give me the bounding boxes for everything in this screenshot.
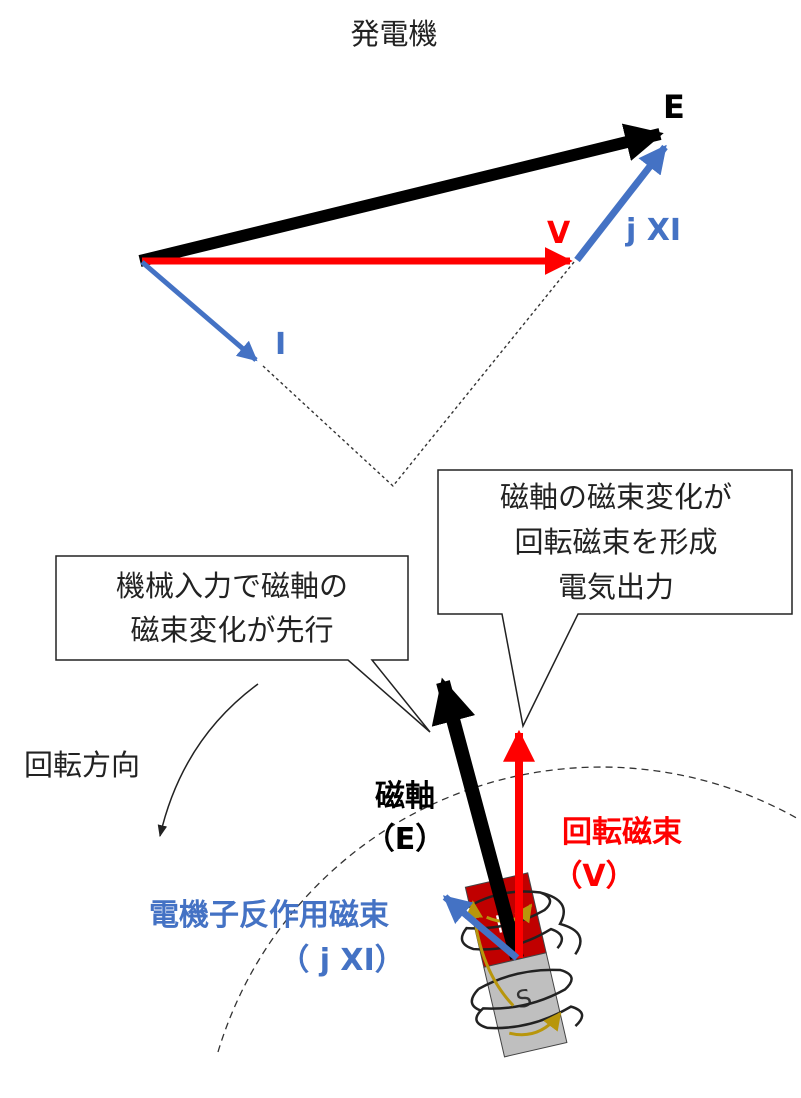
callout-left [55, 555, 431, 733]
callout-left-line-1: 機械入力で磁軸の [116, 569, 348, 603]
magnetic-axis-label: 磁軸 [375, 779, 435, 814]
rotation-direction-label: 回転方向 [24, 748, 140, 782]
flux-curve-bottom [508, 1011, 562, 1037]
rotating-flux-sub-label: （V） [552, 859, 635, 894]
i-phasor-arrow [140, 260, 258, 362]
rotation-circle-arc [217, 766, 801, 1053]
coil-lower [470, 968, 584, 1030]
armature-reaction-sub-label: （ j XI） [279, 943, 404, 978]
callout-left-line-2: 磁束変化が先行 [130, 613, 333, 647]
armature-reaction-label: 電機子反作用磁束 [149, 898, 389, 933]
armature-reaction-arrow [442, 894, 520, 961]
jxi-phasor-arrow [574, 144, 668, 263]
coil-upper [460, 890, 582, 956]
callout-right-line-1: 磁軸の磁束変化が [500, 480, 732, 514]
v-label: V [547, 216, 571, 251]
construction-dotted-lines [262, 261, 575, 488]
i-label: I [275, 327, 286, 362]
rotating-flux-label: 回転磁束 [562, 815, 682, 850]
jxi-label: j XI [625, 213, 681, 248]
callout-right-line-2: 回転磁束を形成 [514, 525, 717, 559]
page-title: 発電機 [350, 17, 437, 51]
magnetic-axis-arrow [431, 677, 524, 960]
e-phasor-arrow [138, 123, 664, 267]
magnetic-axis-sub-label: （E） [365, 822, 446, 857]
flux-curve-left [465, 900, 515, 1007]
e-label: E [663, 88, 685, 126]
rotor-magnet: N S [460, 872, 584, 1058]
callout-right-line-3: 電気出力 [558, 570, 674, 604]
rotation-direction-arrow [157, 683, 259, 838]
callout-right [437, 469, 793, 729]
